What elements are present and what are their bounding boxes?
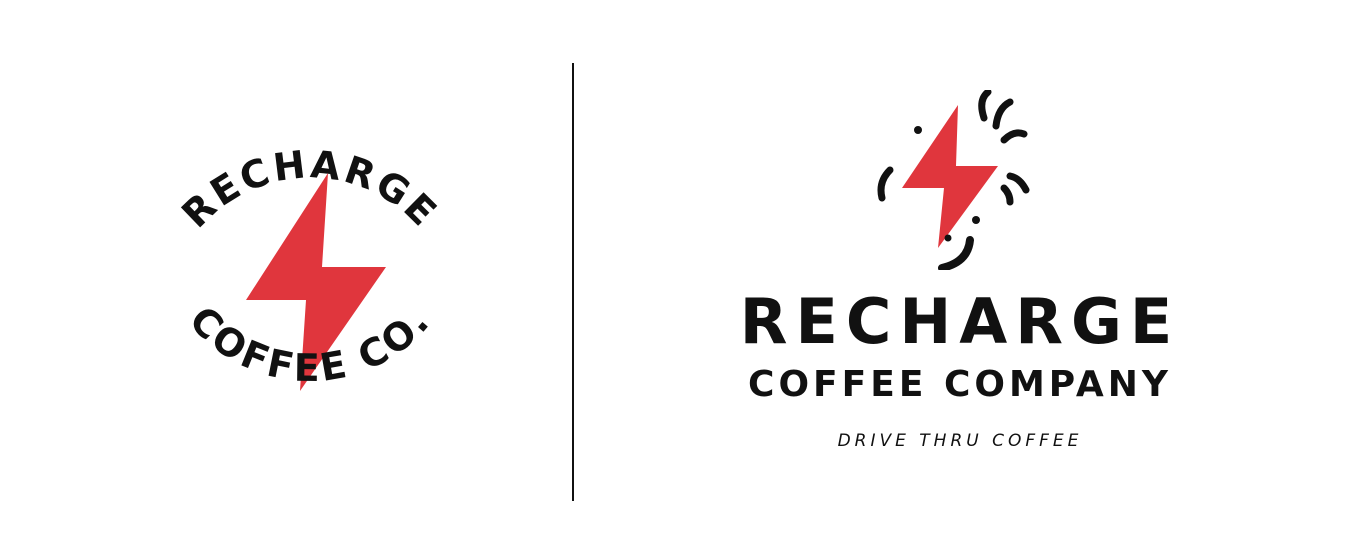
divider <box>572 63 574 501</box>
brand-title: RECHARGE <box>739 285 1181 358</box>
lightning-bolt-icon <box>246 173 386 391</box>
splashing-lightning-cup-icon <box>860 90 1040 270</box>
brand-subtitle: COFFEE COMPANY <box>748 364 1172 405</box>
brand-tagline: DRIVE THRU COFFEE <box>837 431 1083 451</box>
badge-logo: RECHARGE COFFEE CO. <box>130 95 490 475</box>
badge-logo-art: RECHARGE COFFEE CO. <box>173 142 444 391</box>
wordmark-logo: RECHARGE COFFEE COMPANY DRIVE THRU COFFE… <box>660 80 1260 480</box>
